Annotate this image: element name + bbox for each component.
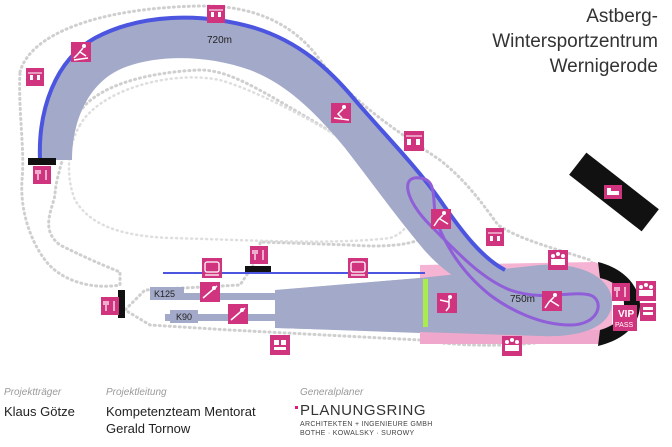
planungsring-logo-dot [295, 406, 298, 409]
biathlon-shooting-icon [437, 293, 457, 313]
traeger-name: Klaus Götze [4, 404, 75, 419]
inner-trail-outline [67, 76, 413, 243]
gondola-icon [404, 131, 424, 151]
bed-icon [604, 185, 622, 199]
leitung-label: Projektleitung [106, 387, 167, 398]
cross-country-skier-icon [71, 42, 91, 62]
cable-car-icon [26, 68, 44, 86]
tram-icon [202, 258, 222, 278]
spectators-icon [270, 335, 290, 355]
restaurant-icon [250, 246, 268, 264]
pass-label: PASS [615, 322, 633, 329]
ski-lift-icon [207, 5, 225, 23]
title-line-3: Wernigerode [549, 56, 658, 77]
restaurant-icon [612, 283, 630, 301]
track-length-lower: 750m [510, 294, 535, 305]
map-title: Astberg- Wintersportzentrum Wernigerode [492, 4, 658, 79]
spectators-icon [548, 250, 568, 270]
downhill-skier-icon [331, 103, 351, 123]
spectators-icon [636, 281, 656, 301]
leitung-name-2: Gerald Tornow [106, 421, 191, 436]
spectators-icon [502, 336, 522, 356]
tram-icon [348, 258, 368, 278]
restaurant-building-bottom [245, 266, 271, 272]
loop-trail [406, 176, 600, 327]
ski-jump-icon [228, 304, 248, 324]
building-left-mid [118, 290, 125, 318]
landing-hill [278, 278, 420, 333]
k90-label: K90 [176, 312, 192, 322]
traeger-label: Projektträger [4, 387, 62, 398]
vip-label: VIP [618, 309, 634, 320]
k125-label: K125 [154, 289, 175, 299]
vip-pass-icon: VIP PASS [613, 305, 637, 331]
ski-jump-icon [200, 282, 220, 302]
ramp-k90 [165, 314, 280, 321]
skating-skier-icon [542, 291, 562, 311]
finish-line [423, 279, 428, 327]
restaurant-icon [101, 297, 119, 315]
planer-name: PLANUNGSRING [300, 402, 427, 419]
planer-label: Generalplaner [300, 387, 364, 398]
title-line-1: Astberg- [586, 6, 658, 27]
restaurant-building-left [28, 158, 56, 165]
planer-subtitle-2: BOTHE · KOWALSKY · SUROWY [300, 430, 415, 437]
label-box-k90 [170, 310, 198, 323]
restaurant-icon [33, 166, 51, 184]
skating-skier-icon [431, 209, 451, 229]
leitung-name-1: Kompetenzteam Mentorat [106, 404, 256, 419]
office-icon [640, 303, 656, 321]
planer-subtitle-1: ARCHITEKTEN + INGENIEURE GMBH [300, 421, 433, 428]
upper-trail [39, 17, 505, 300]
lift-icon [486, 228, 504, 246]
label-box-k125 [150, 287, 184, 300]
track-length-upper: 720m [207, 35, 232, 46]
title-line-2: Wintersportzentrum [492, 31, 658, 52]
